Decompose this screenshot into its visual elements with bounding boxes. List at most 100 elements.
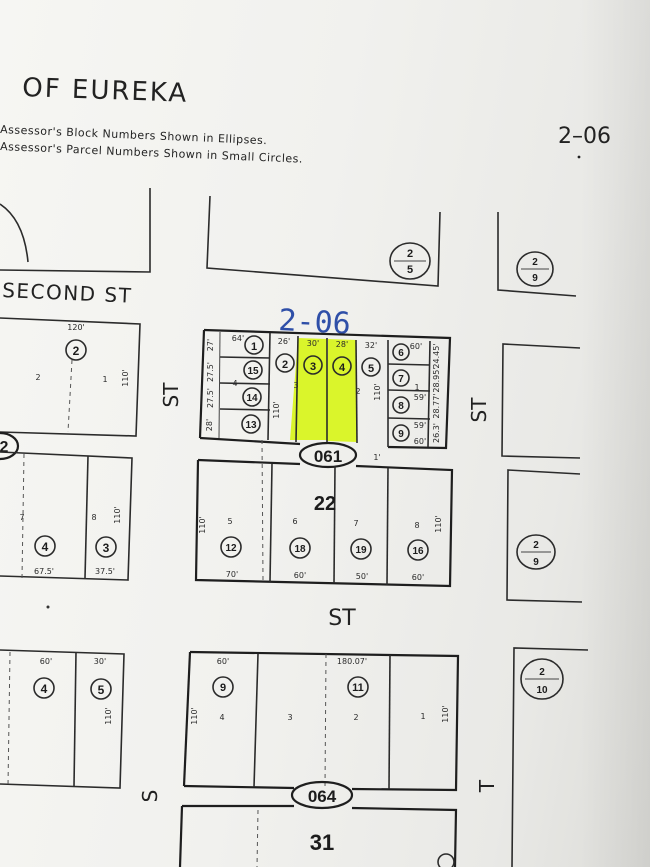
svg-text:4: 4 bbox=[232, 379, 237, 388]
map-dot bbox=[46, 605, 50, 609]
svg-text:2: 2 bbox=[407, 248, 413, 260]
svg-text:1': 1' bbox=[373, 453, 380, 462]
highlight-parcel-4 bbox=[327, 339, 357, 442]
svg-text:70': 70' bbox=[226, 570, 238, 579]
svg-text:110': 110' bbox=[113, 506, 122, 523]
svg-text:12: 12 bbox=[225, 543, 237, 554]
svg-text:1: 1 bbox=[102, 375, 107, 384]
svg-text:2: 2 bbox=[73, 344, 80, 358]
street-label-second: SECOND ST bbox=[2, 278, 133, 308]
right-block-edge-upper bbox=[501, 343, 581, 459]
svg-text:30': 30' bbox=[94, 657, 106, 666]
svg-text:2: 2 bbox=[35, 373, 40, 382]
svg-text:60': 60' bbox=[410, 342, 422, 351]
svg-text:061: 061 bbox=[314, 447, 342, 466]
svg-text:16: 16 bbox=[412, 546, 424, 557]
svg-text:5: 5 bbox=[98, 683, 105, 697]
map-title: OF EUREKA bbox=[22, 73, 189, 109]
svg-text:2: 2 bbox=[353, 713, 358, 722]
svg-text:2: 2 bbox=[532, 257, 538, 268]
svg-text:27.5': 27.5' bbox=[206, 362, 215, 382]
svg-text:110': 110' bbox=[434, 515, 443, 532]
highlight-parcel-3 bbox=[290, 338, 327, 440]
svg-text:31: 31 bbox=[310, 830, 334, 855]
svg-text:28': 28' bbox=[205, 419, 214, 431]
block-22: 22 5 6 7 8 110' 110' 12 18 19 16 70' 60'… bbox=[194, 458, 454, 588]
svg-text:28.95': 28.95' bbox=[432, 367, 441, 392]
svg-text:2: 2 bbox=[0, 439, 9, 456]
svg-text:14: 14 bbox=[246, 393, 258, 404]
right-block-edge-lower bbox=[511, 647, 589, 867]
svg-text:4: 4 bbox=[41, 682, 48, 696]
svg-text:9: 9 bbox=[533, 557, 539, 568]
top-left-curve bbox=[0, 203, 29, 263]
svg-text:24.45': 24.45' bbox=[432, 343, 441, 368]
top-left-block-edge bbox=[0, 188, 151, 273]
svg-text:59': 59' bbox=[414, 393, 426, 402]
block-31: 31 bbox=[178, 804, 458, 867]
svg-text:6: 6 bbox=[398, 348, 404, 359]
right-block-edge-mid bbox=[506, 469, 583, 603]
street-label-s: S bbox=[138, 790, 162, 803]
block-064-top: 60' 180.07' 9 11 110' 110' 4 3 2 1 bbox=[182, 650, 460, 792]
svg-text:67.5': 67.5' bbox=[34, 567, 54, 576]
svg-text:110': 110' bbox=[272, 401, 281, 418]
svg-text:9: 9 bbox=[220, 682, 226, 694]
svg-text:3: 3 bbox=[293, 381, 298, 390]
svg-text:37.5': 37.5' bbox=[95, 567, 115, 576]
svg-text:3: 3 bbox=[310, 361, 316, 373]
svg-text:2: 2 bbox=[539, 667, 545, 678]
svg-text:1: 1 bbox=[420, 712, 425, 721]
svg-text:11: 11 bbox=[352, 682, 364, 694]
svg-text:4: 4 bbox=[219, 713, 224, 722]
block-label-061: 061 bbox=[298, 441, 358, 469]
svg-text:22: 22 bbox=[314, 493, 336, 515]
svg-text:60': 60' bbox=[414, 437, 426, 446]
svg-text:4: 4 bbox=[42, 540, 49, 554]
svg-text:10: 10 bbox=[536, 685, 548, 696]
svg-text:110': 110' bbox=[198, 516, 207, 533]
svg-text:2: 2 bbox=[355, 387, 360, 396]
svg-text:27.5': 27.5' bbox=[206, 388, 215, 408]
block-marker-left: 2 bbox=[0, 431, 20, 461]
svg-text:2: 2 bbox=[282, 359, 288, 371]
svg-text:064: 064 bbox=[308, 787, 337, 806]
svg-text:9: 9 bbox=[398, 429, 404, 440]
svg-text:28': 28' bbox=[336, 340, 348, 349]
block-left-top: 120' 2 2 1 110' bbox=[0, 317, 141, 437]
svg-text:9: 9 bbox=[532, 273, 538, 284]
svg-text:110': 110' bbox=[190, 707, 199, 724]
svg-text:3: 3 bbox=[103, 541, 110, 555]
svg-text:110': 110' bbox=[373, 383, 382, 400]
svg-text:4: 4 bbox=[339, 362, 346, 374]
top-center-block-edge bbox=[206, 195, 441, 287]
svg-text:1: 1 bbox=[251, 341, 257, 353]
svg-text:18: 18 bbox=[294, 544, 306, 555]
svg-text:180.07': 180.07' bbox=[337, 657, 367, 666]
svg-text:2: 2 bbox=[533, 540, 539, 551]
svg-text:60': 60' bbox=[412, 573, 424, 582]
svg-text:3: 3 bbox=[287, 713, 292, 722]
street-label-st-right: ST bbox=[467, 397, 491, 423]
svg-text:7: 7 bbox=[19, 513, 24, 522]
street-label-t: T bbox=[475, 779, 499, 793]
page-ref-top-center: 2 5 bbox=[389, 242, 431, 280]
svg-text:8: 8 bbox=[398, 401, 404, 412]
svg-text:110': 110' bbox=[104, 707, 113, 724]
block-left-bottom: 60' 30' 4 5 110' bbox=[0, 649, 125, 789]
svg-text:60': 60' bbox=[40, 657, 52, 666]
svg-text:7: 7 bbox=[398, 374, 404, 385]
block-label-064: 064 bbox=[290, 780, 354, 810]
svg-text:5: 5 bbox=[227, 517, 232, 526]
svg-text:15: 15 bbox=[247, 366, 259, 377]
svg-text:1: 1 bbox=[414, 383, 419, 392]
street-label-st-middle: ST bbox=[328, 606, 356, 631]
page-ref-dot bbox=[577, 155, 581, 159]
svg-text:5: 5 bbox=[407, 264, 413, 276]
svg-text:120': 120' bbox=[67, 323, 84, 332]
page-ref-bottom-right: 2 10 bbox=[520, 658, 564, 700]
svg-text:110': 110' bbox=[441, 705, 450, 722]
block-061: 64' 26' 30' 28' 32' 60' 27' 27.5' 27.5' … bbox=[198, 328, 452, 581]
